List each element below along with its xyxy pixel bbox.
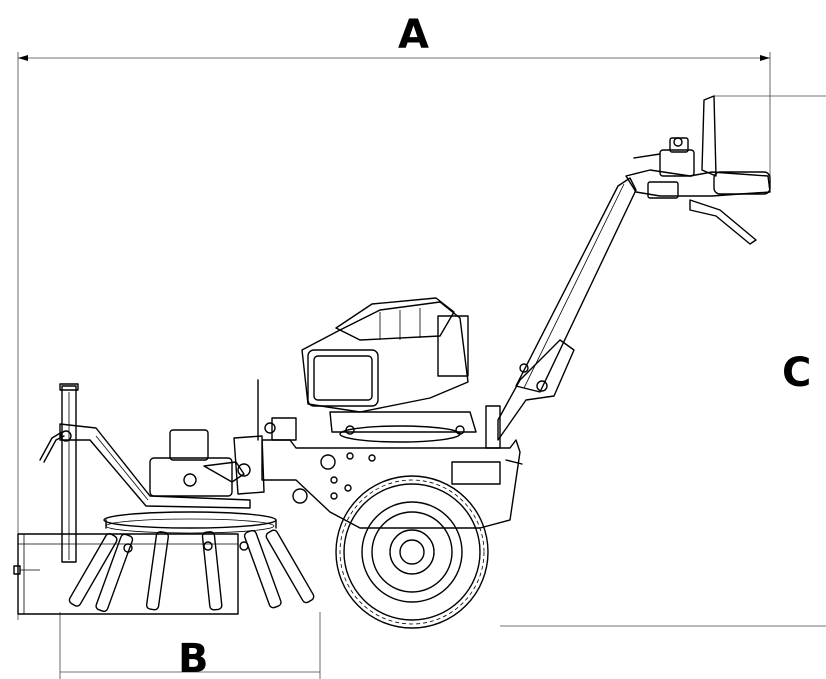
brush-disc	[103, 511, 277, 534]
adjust-lever	[39, 430, 72, 463]
wheel	[335, 475, 489, 629]
engine	[301, 297, 477, 443]
dimension-label-c: C	[782, 350, 811, 396]
dimension-a	[17, 52, 771, 620]
dimension-label-b: B	[178, 636, 209, 679]
gearbox	[149, 379, 276, 497]
dimension-label-a: A	[398, 12, 429, 58]
sweeper-arm	[59, 423, 251, 509]
dimension-c	[500, 95, 826, 627]
brush-bristles	[68, 529, 315, 613]
chassis	[261, 405, 521, 529]
handle-assembly	[497, 95, 771, 465]
dimension-b	[59, 612, 321, 679]
front-post	[59, 383, 79, 563]
